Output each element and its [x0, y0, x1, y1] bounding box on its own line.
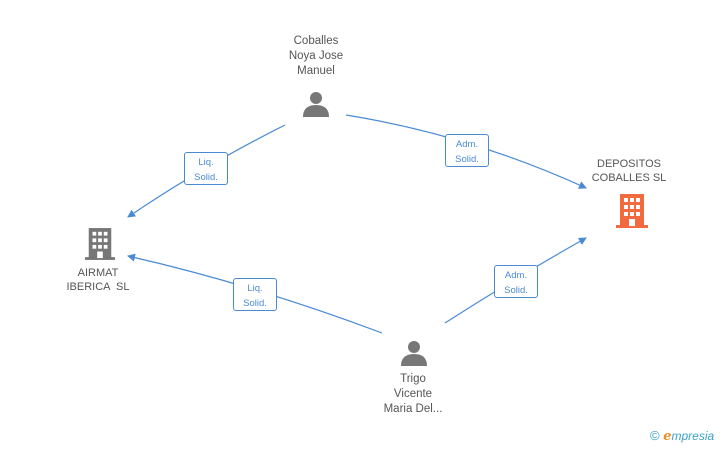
person-name-line: Noya Jose [288, 50, 344, 62]
brand-logo-letter: e [663, 429, 672, 444]
company-name-line: AIRMAT [77, 267, 119, 279]
copyright-brand: © empresia [650, 428, 714, 444]
company-name-line: COBALLES SL [591, 172, 667, 184]
edge-label-adm-solid[interactable]: Adm. Solid. [494, 265, 538, 298]
brand-logo-text: mpresia [671, 429, 715, 443]
person-icon[interactable] [400, 339, 428, 367]
edge-label-line: Solid. [243, 298, 267, 309]
copyright-icon: © [650, 428, 660, 443]
company-name-airmat[interactable]: AIRMAT IBERICA SL [40, 266, 156, 294]
edge-label-line: Liq. [198, 157, 214, 168]
person-name-line: Maria Del... [383, 403, 443, 415]
edge-label-line: Adm. [455, 139, 479, 150]
person-name-line: Coballes [293, 35, 339, 47]
edge-label-line: Solid. [455, 154, 479, 165]
edge-label-line: Solid. [504, 285, 528, 296]
edge-label-line: Liq. [247, 283, 263, 294]
person-name-line: Vicente [393, 388, 433, 400]
building-icon[interactable] [616, 194, 648, 228]
edge-label-liq-solid[interactable]: Liq. Solid. [184, 152, 228, 185]
person-name-trigo[interactable]: Trigo Vicente Maria Del... [353, 372, 473, 417]
person-name-line: Trigo [400, 373, 426, 385]
company-name-line: DEPOSITOS [597, 158, 661, 170]
edge-label-line: Solid. [194, 172, 218, 183]
edge-label-adm-solid[interactable]: Adm. Solid. [445, 134, 489, 167]
person-icon[interactable] [302, 90, 330, 118]
person-name-line: Manuel [297, 65, 335, 77]
edge-label-liq-solid[interactable]: Liq. Solid. [233, 278, 277, 311]
edge-label-line: Adm. [504, 270, 528, 281]
company-name-depositos[interactable]: DEPOSITOS COBALLES SL [569, 157, 689, 185]
company-name-line: IBERICA SL [66, 281, 130, 293]
person-name-coballes[interactable]: Coballes Noya Jose Manuel [256, 34, 376, 79]
building-icon[interactable] [85, 227, 115, 261]
